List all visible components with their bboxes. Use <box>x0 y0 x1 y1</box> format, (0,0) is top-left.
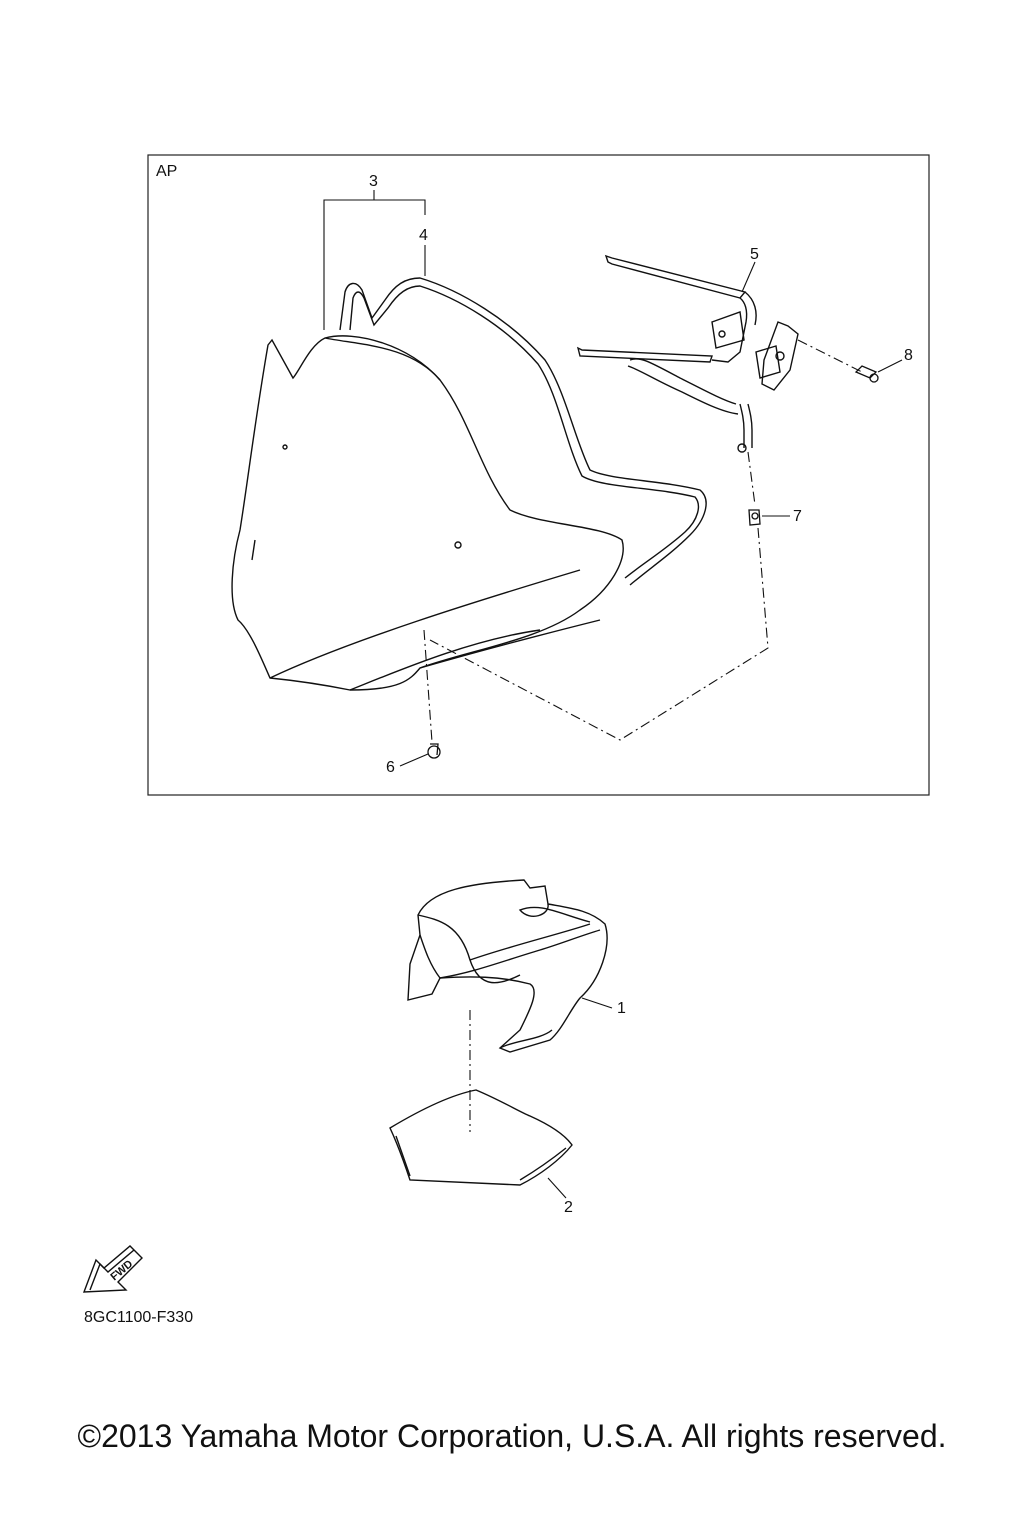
callout-7: 7 <box>793 508 802 525</box>
accessory-frame <box>147 154 930 796</box>
windscreen <box>231 335 624 691</box>
callout-4: 4 <box>419 227 428 244</box>
diagram-code: 8GC1100-F330 <box>84 1309 194 1326</box>
callout-1: 1 <box>617 1000 626 1017</box>
callout-6: 6 <box>386 759 395 776</box>
callout-8: 8 <box>904 347 913 364</box>
fwd-arrow-icon: FWD <box>82 1245 143 1293</box>
callout-5: 5 <box>750 246 759 263</box>
mounting-bracket <box>576 254 799 453</box>
assembly-lines <box>423 339 863 1132</box>
copyright-notice: ©2013 Yamaha Motor Corporation, U.S.A. A… <box>77 1418 947 1454</box>
screen-trim <box>339 277 707 586</box>
bolt-8 <box>854 365 879 383</box>
leader-lines <box>323 190 903 1199</box>
headlight-lens <box>389 1089 573 1186</box>
callout-3: 3 <box>369 173 378 190</box>
box-label: AP <box>156 163 177 180</box>
callout-2: 2 <box>564 1199 573 1216</box>
headlight-cowl <box>407 879 608 1053</box>
screw-6 <box>427 743 441 759</box>
nut-7 <box>748 509 761 526</box>
fwd-label: FWD <box>108 1258 135 1283</box>
